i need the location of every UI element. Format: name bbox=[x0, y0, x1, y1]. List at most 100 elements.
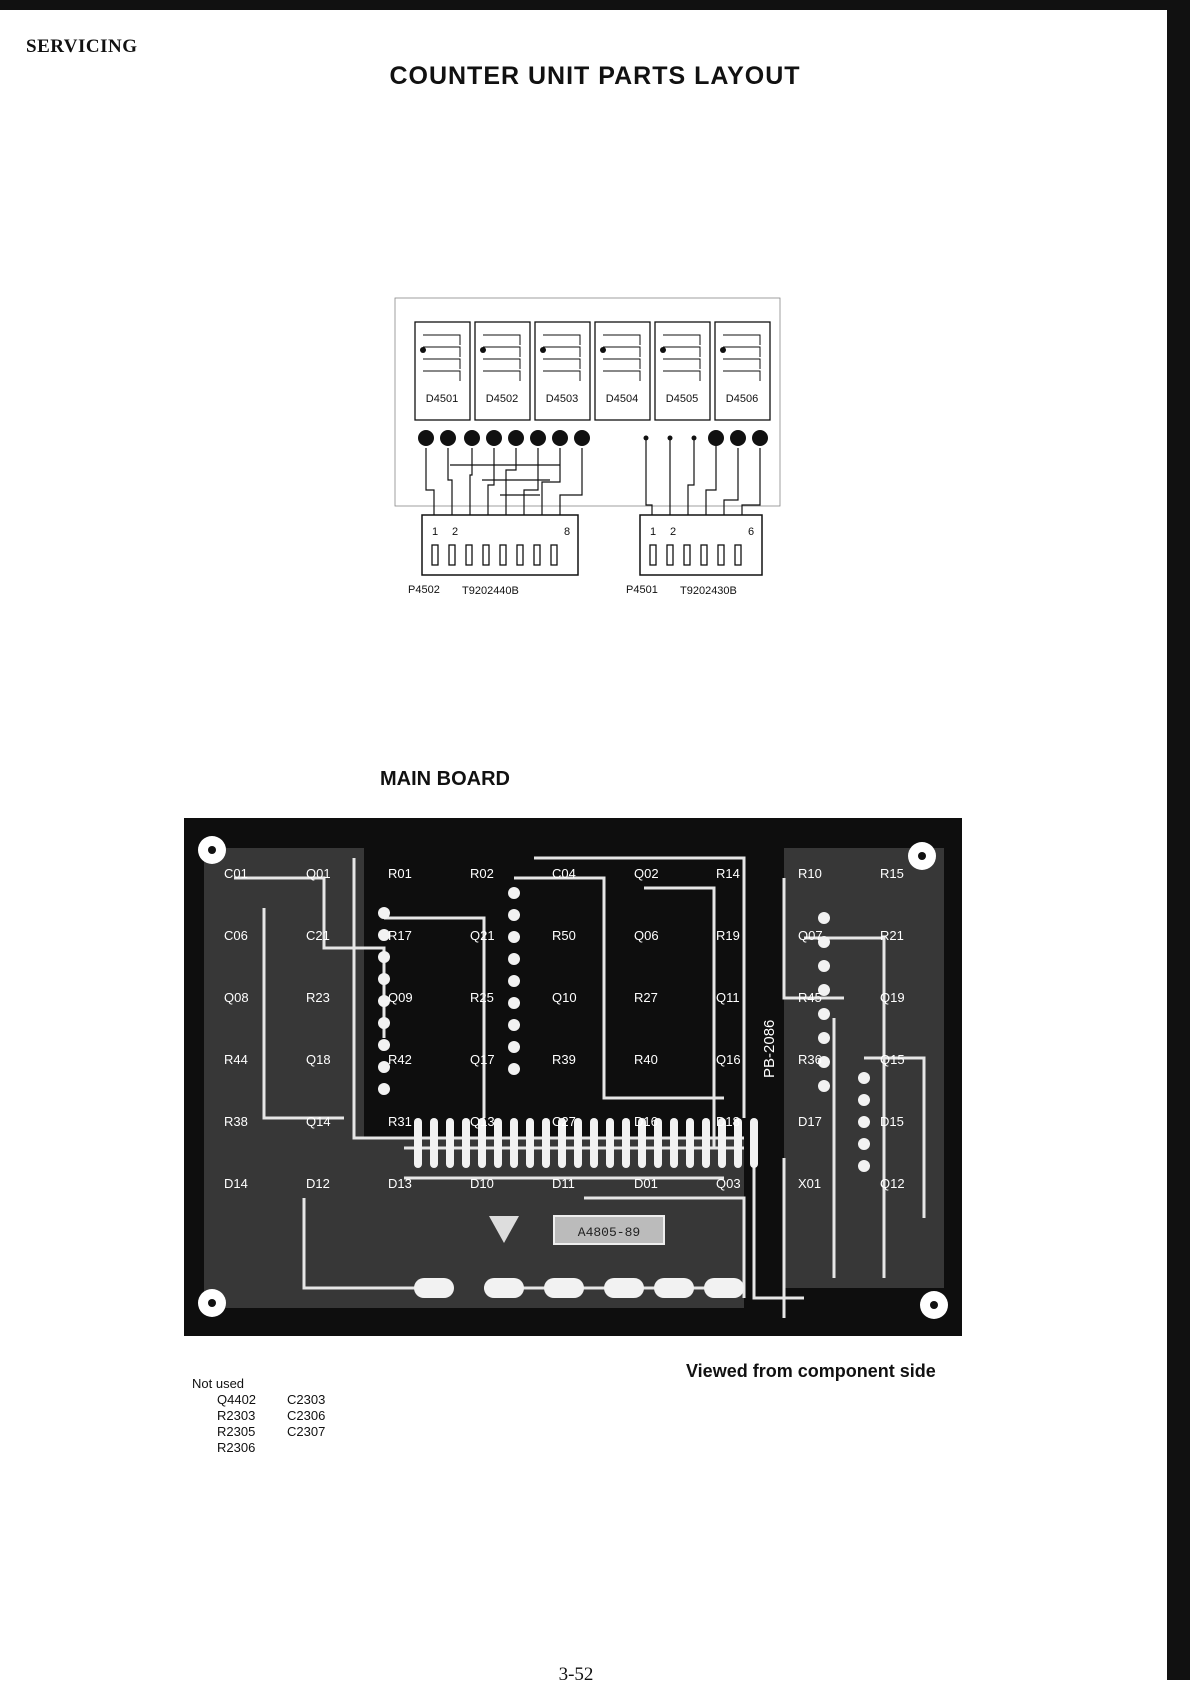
component-label: C06 bbox=[224, 928, 248, 943]
pad bbox=[818, 984, 830, 996]
pad bbox=[508, 975, 520, 987]
display-module: D4506 bbox=[714, 321, 771, 421]
component-label: Q21 bbox=[470, 928, 495, 943]
connector-pin-label: 8 bbox=[564, 526, 570, 538]
pad bbox=[818, 912, 830, 924]
pad bbox=[818, 1032, 830, 1044]
component-label: Q16 bbox=[716, 1052, 741, 1067]
logo-triangle bbox=[489, 1216, 519, 1243]
component-label: D15 bbox=[880, 1114, 904, 1129]
ic-pin-row bbox=[734, 1118, 742, 1168]
component-label: D01 bbox=[634, 1176, 658, 1191]
ic-pin-row bbox=[510, 1118, 518, 1168]
component-label: Q09 bbox=[388, 990, 413, 1005]
component-label: R01 bbox=[388, 866, 412, 881]
solder-pads bbox=[378, 887, 870, 1298]
section-label: SERVICING bbox=[26, 36, 138, 57]
ic-pin-row bbox=[622, 1118, 630, 1168]
pad bbox=[378, 973, 390, 985]
component-label: C27 bbox=[552, 1114, 576, 1129]
pad bbox=[508, 1019, 520, 1031]
pad bbox=[378, 907, 390, 919]
display-label: D4505 bbox=[666, 393, 698, 405]
component-label: Q11 bbox=[716, 990, 740, 1005]
pad bbox=[858, 1160, 870, 1172]
component-label: R21 bbox=[880, 928, 904, 943]
component-label: R19 bbox=[716, 928, 740, 943]
ic-pin-row bbox=[702, 1118, 710, 1168]
top-border bbox=[0, 0, 1190, 10]
connector-part-number: T9202430B bbox=[680, 585, 737, 597]
component-label: D11 bbox=[552, 1176, 575, 1191]
not-used-item: C2306 bbox=[287, 1408, 326, 1423]
pad bbox=[858, 1094, 870, 1106]
pcb-text: PB-2086 bbox=[761, 1020, 778, 1078]
not-used-item: R2303 bbox=[217, 1408, 256, 1423]
pin-pad bbox=[552, 430, 568, 446]
component-label: R45 bbox=[798, 990, 822, 1005]
pad bbox=[508, 887, 520, 899]
display-label: D4501 bbox=[426, 393, 458, 405]
component-label: R38 bbox=[224, 1114, 248, 1129]
connector-pin-label: 2 bbox=[452, 526, 458, 538]
display-module: D4505 bbox=[654, 321, 711, 421]
component-label: C01 bbox=[224, 866, 248, 881]
not-used-item: Q4402 bbox=[217, 1392, 257, 1407]
component-label: D10 bbox=[470, 1176, 494, 1191]
ic-pin-row bbox=[462, 1118, 470, 1168]
connector-pad bbox=[544, 1278, 584, 1298]
board-title: MAIN BOARD bbox=[380, 768, 510, 790]
pin-pad bbox=[486, 430, 502, 446]
component-label: D17 bbox=[798, 1114, 822, 1129]
connector-pad bbox=[484, 1278, 524, 1298]
pad bbox=[508, 953, 520, 965]
pin-pad bbox=[440, 430, 456, 446]
component-label: D16 bbox=[634, 1114, 658, 1129]
connector-pin-label: 6 bbox=[748, 526, 754, 538]
pin-pad bbox=[530, 430, 546, 446]
ic-pin-row bbox=[590, 1118, 598, 1168]
ic-pin-row bbox=[718, 1118, 726, 1168]
ic-pin-row bbox=[750, 1118, 758, 1168]
component-label: Q13 bbox=[470, 1114, 495, 1129]
pad bbox=[818, 960, 830, 972]
pad bbox=[378, 995, 390, 1007]
connector-pad bbox=[604, 1278, 644, 1298]
ic-pin-row bbox=[446, 1118, 454, 1168]
pad bbox=[818, 1056, 830, 1068]
connector-pin-label: 1 bbox=[432, 526, 438, 538]
pin-pad bbox=[508, 430, 524, 446]
ic-pin-row bbox=[574, 1118, 582, 1168]
component-label: R31 bbox=[388, 1114, 412, 1129]
page-title: COUNTER UNIT PARTS LAYOUT bbox=[389, 62, 801, 90]
component-label: Q06 bbox=[634, 928, 659, 943]
pad bbox=[508, 1041, 520, 1053]
pad bbox=[858, 1072, 870, 1084]
connector-pad bbox=[414, 1278, 454, 1298]
component-label: Q08 bbox=[224, 990, 249, 1005]
display-wiring bbox=[394, 297, 781, 515]
not-used-item: C2303 bbox=[287, 1392, 326, 1407]
component-label: D13 bbox=[388, 1176, 412, 1191]
pad bbox=[508, 909, 520, 921]
component-label: D18 bbox=[716, 1114, 740, 1129]
ic-pin-row bbox=[606, 1118, 614, 1168]
display-module: D4503 bbox=[534, 321, 591, 421]
component-label: Q15 bbox=[880, 1052, 905, 1067]
component-label: Q14 bbox=[306, 1114, 331, 1129]
pad bbox=[508, 1063, 520, 1075]
pin-pad bbox=[752, 430, 768, 446]
component-label: D14 bbox=[224, 1176, 248, 1191]
pin-pad bbox=[574, 430, 590, 446]
component-label: X01 bbox=[798, 1176, 821, 1191]
component-label: Q12 bbox=[880, 1176, 905, 1191]
component-label: R25 bbox=[470, 990, 494, 1005]
display-label: D4504 bbox=[606, 393, 638, 405]
component-label: Q02 bbox=[634, 866, 659, 881]
